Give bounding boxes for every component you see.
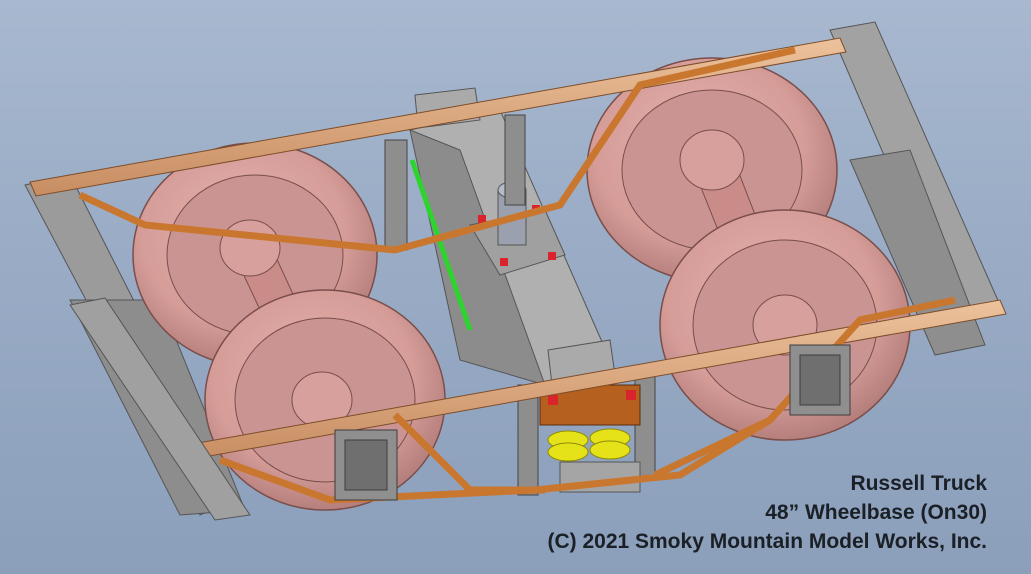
bolt-icon xyxy=(500,258,508,266)
journal-box-right xyxy=(789,344,851,416)
spring-group xyxy=(539,384,641,493)
tension-rods xyxy=(78,46,956,504)
journal-box-left xyxy=(334,429,398,501)
caption-block: Russell Truck 48” Wheelbase (On30) (C) 2… xyxy=(547,469,987,556)
spring-post-right xyxy=(517,369,656,496)
side-frame-lower xyxy=(69,297,251,521)
caption-copyright: (C) 2021 Smoky Mountain Model Works, Inc… xyxy=(547,530,987,553)
caption-subtitle: 48” Wheelbase (On30) xyxy=(765,501,987,524)
caption-title: Russell Truck xyxy=(850,472,987,495)
brake-rod xyxy=(409,159,473,331)
bolt-icon xyxy=(478,215,486,223)
spring-post-left xyxy=(384,114,526,251)
wheel-front-left xyxy=(204,289,446,511)
bolt-icon xyxy=(548,252,556,260)
upper-beam-back xyxy=(29,37,847,197)
